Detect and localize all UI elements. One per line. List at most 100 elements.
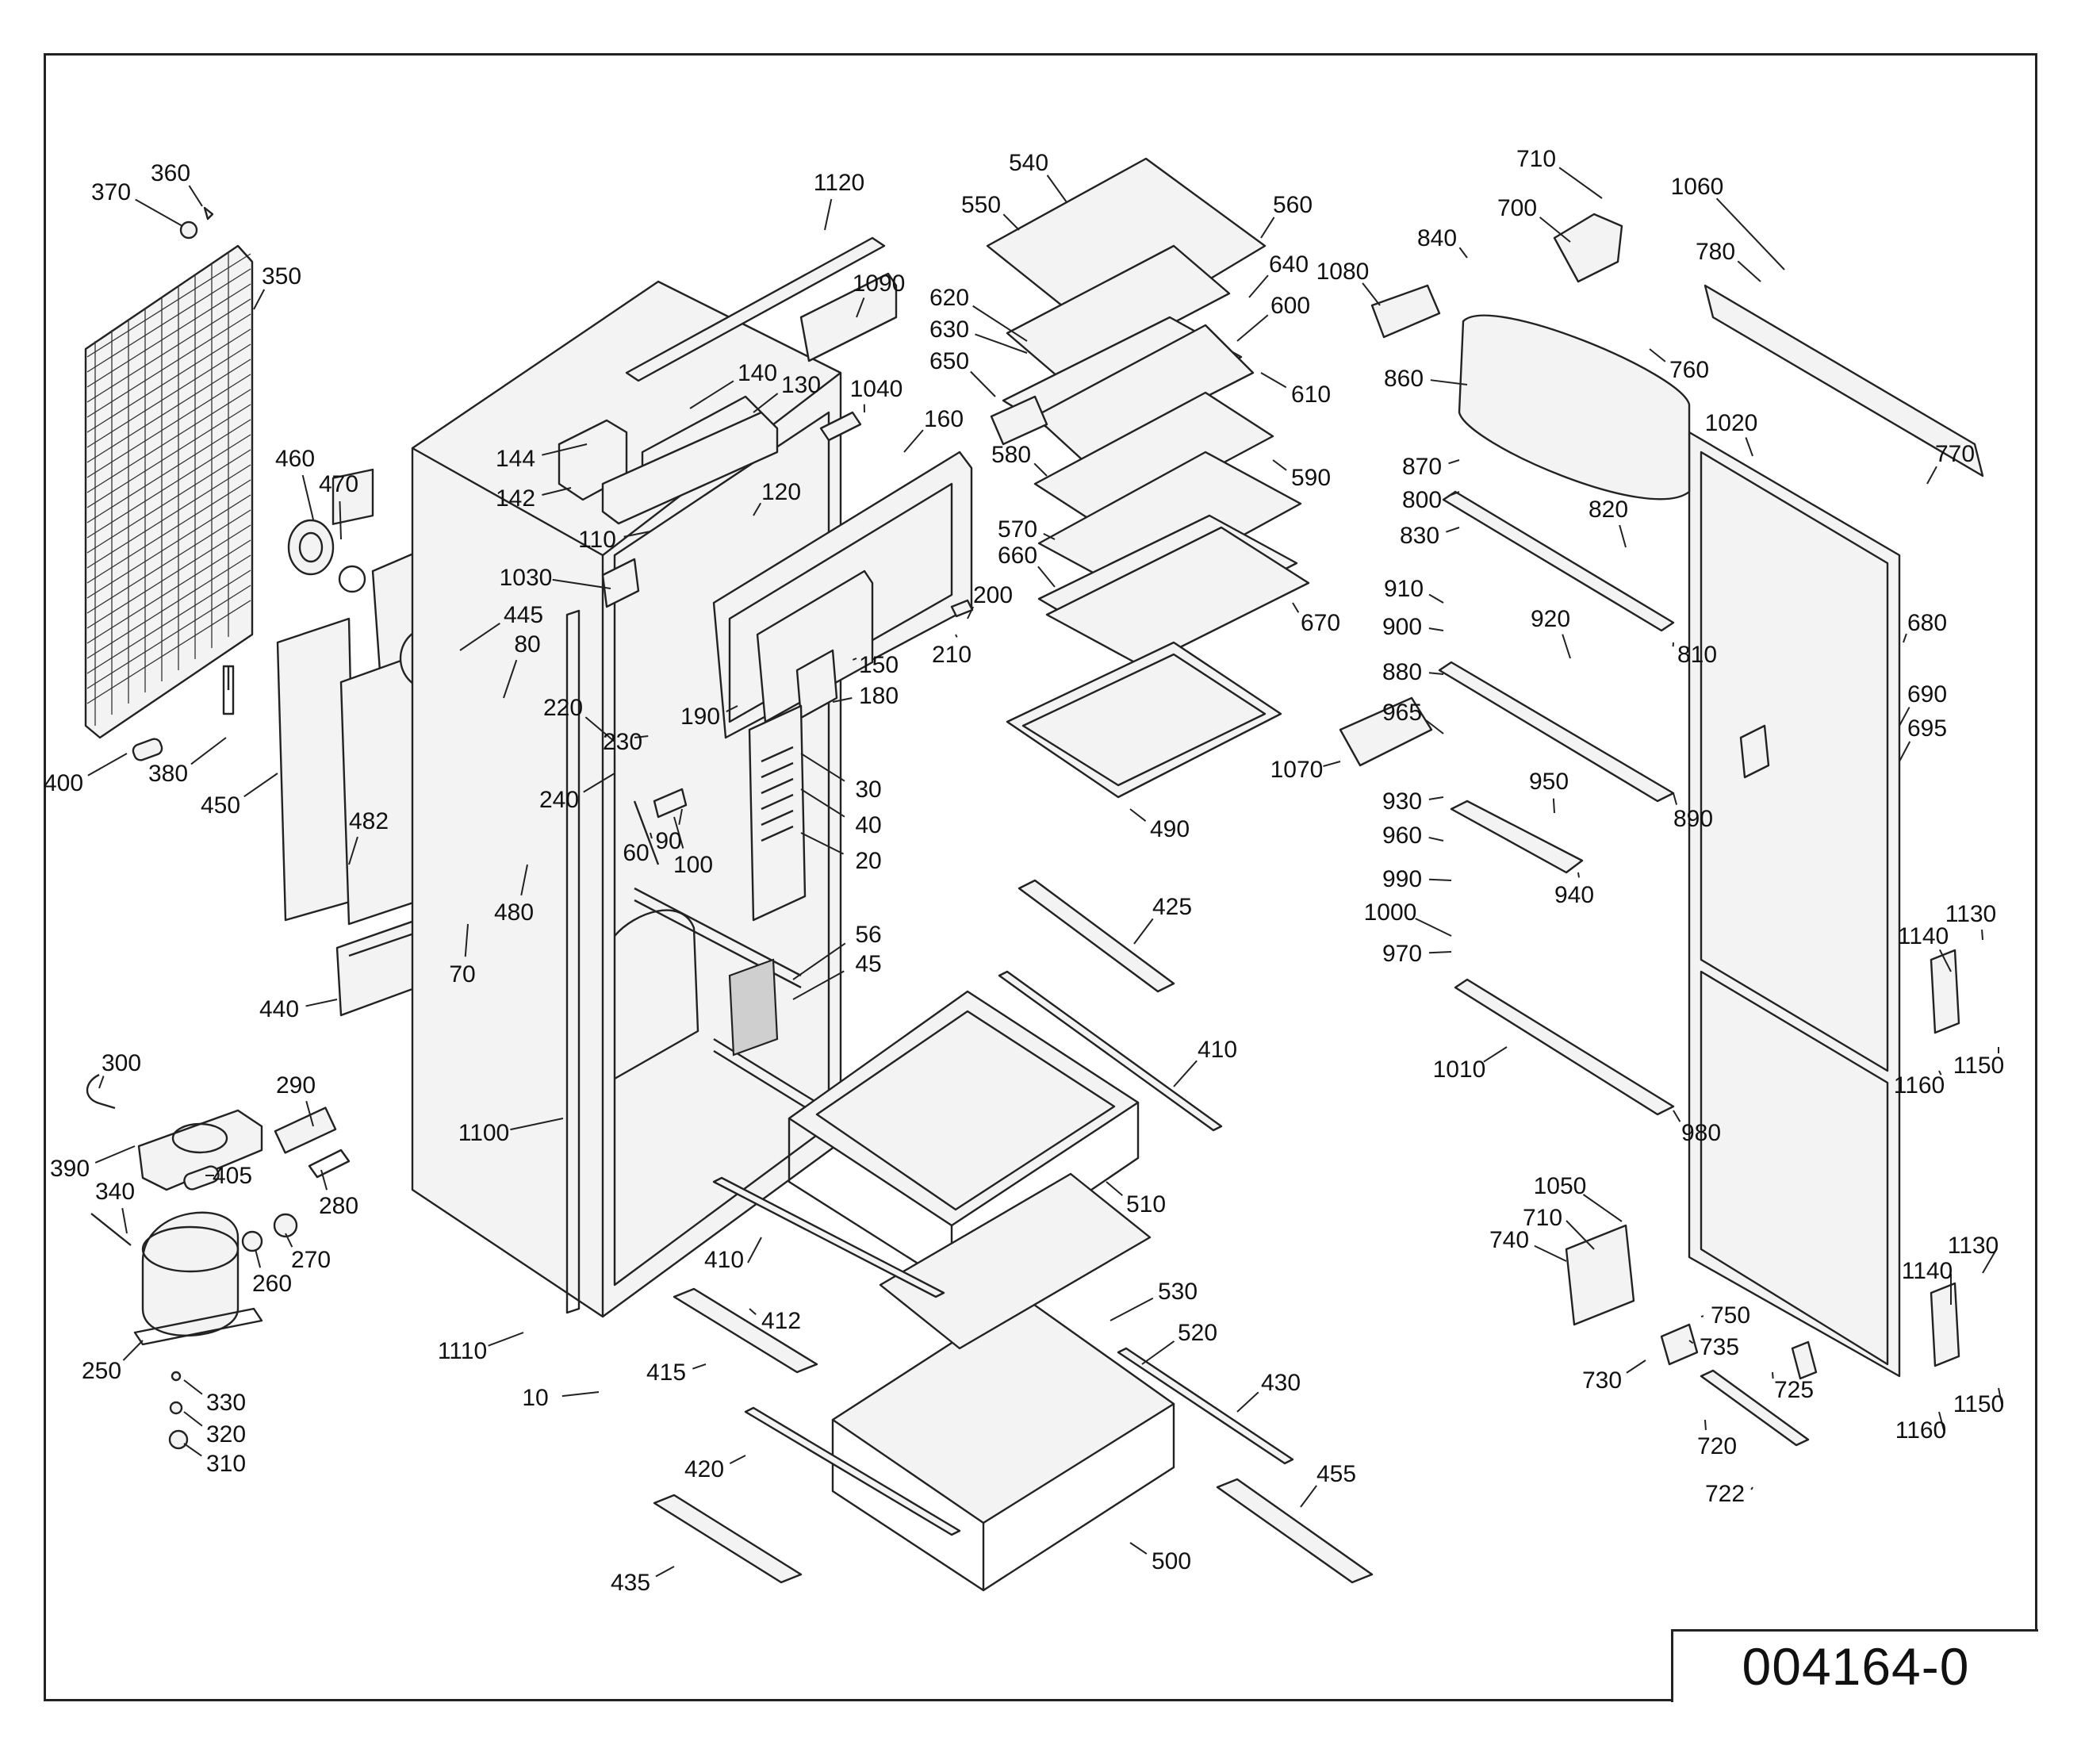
callout-970: 970 — [1382, 941, 1422, 967]
leader-line — [800, 788, 845, 818]
leader-line — [320, 1169, 328, 1191]
small-parts-left — [132, 206, 235, 761]
leader-line — [1046, 174, 1067, 203]
leader-line — [749, 1308, 757, 1316]
leader-line — [583, 773, 615, 793]
leader-line — [1899, 707, 1910, 727]
leader-line — [305, 999, 338, 1007]
callout-415: 415 — [646, 1359, 686, 1386]
callout-870: 870 — [1402, 454, 1442, 480]
callout-1010: 1010 — [1433, 1056, 1486, 1083]
leader-line — [970, 370, 996, 397]
callout-160: 160 — [924, 406, 964, 432]
callout-1030: 1030 — [500, 565, 553, 591]
leader-line — [1673, 1110, 1681, 1122]
callout-750: 750 — [1711, 1302, 1750, 1329]
drawing-frame — [44, 53, 2037, 1701]
callout-990: 990 — [1382, 866, 1422, 892]
callout-1110: 1110 — [438, 1338, 487, 1364]
callout-930: 930 — [1382, 788, 1422, 815]
callout-610: 610 — [1291, 382, 1331, 408]
leader-line — [903, 429, 924, 453]
callout-200: 200 — [973, 582, 1013, 608]
leader-line — [301, 474, 314, 520]
callout-1160: 1160 — [1894, 1072, 1945, 1099]
leader-line — [135, 198, 183, 227]
callout-350: 350 — [262, 263, 301, 290]
leader-line — [1292, 602, 1300, 613]
callout-695: 695 — [1907, 715, 1947, 742]
callout-1090: 1090 — [853, 270, 906, 297]
leader-line — [955, 634, 958, 638]
callout-340: 340 — [95, 1179, 135, 1205]
callout-730: 730 — [1582, 1367, 1622, 1394]
leader-line — [832, 697, 853, 703]
cabinet-body — [411, 280, 842, 1318]
callout-840: 840 — [1417, 225, 1457, 251]
leader-line — [753, 502, 762, 516]
leader-line — [1133, 918, 1154, 945]
leader-line — [1938, 1411, 1945, 1434]
callout-80: 80 — [514, 631, 540, 658]
callout-120: 120 — [761, 479, 801, 505]
leader-line — [800, 832, 845, 855]
callout-250: 250 — [82, 1358, 121, 1384]
callout-760: 760 — [1669, 357, 1709, 383]
leader-line — [1926, 466, 1937, 485]
leader-line — [1272, 459, 1287, 471]
callout-420: 420 — [684, 1456, 724, 1482]
leader-line — [1141, 1340, 1175, 1365]
leader-line — [183, 1379, 203, 1395]
callout-40: 40 — [855, 812, 881, 838]
leader-line — [1428, 836, 1444, 842]
callout-900: 900 — [1382, 614, 1422, 640]
leader-line — [1236, 314, 1269, 342]
leader-line — [542, 487, 572, 496]
callout-910: 910 — [1384, 576, 1424, 602]
leader-line — [188, 185, 203, 207]
callout-190: 190 — [680, 704, 720, 730]
leader-line — [1415, 918, 1452, 937]
callout-300: 300 — [102, 1050, 141, 1076]
leader-line — [1448, 459, 1460, 465]
callout-60: 60 — [623, 840, 649, 866]
leader-line — [1938, 1070, 1942, 1076]
leader-line — [1458, 247, 1468, 259]
callout-570: 570 — [998, 516, 1037, 543]
leader-line — [800, 753, 845, 782]
callout-960: 960 — [1382, 823, 1422, 849]
leader-line — [1248, 274, 1269, 298]
callout-500: 500 — [1152, 1548, 1191, 1574]
leader-line — [1577, 872, 1580, 878]
callout-722: 722 — [1705, 1481, 1745, 1507]
leader-line — [1750, 1486, 1753, 1490]
leader-line — [1737, 260, 1761, 282]
leader-line — [634, 735, 649, 738]
leader-line — [1428, 627, 1444, 631]
callout-620: 620 — [929, 285, 969, 311]
callout-460: 460 — [275, 446, 315, 472]
leader-line — [503, 659, 518, 699]
callout-482: 482 — [349, 808, 389, 834]
callout-540: 540 — [1009, 150, 1048, 176]
callout-1100: 1100 — [458, 1120, 510, 1146]
callout-435: 435 — [611, 1570, 650, 1596]
leader-line — [1323, 761, 1341, 768]
callout-30: 30 — [855, 777, 881, 803]
callout-1080: 1080 — [1316, 259, 1370, 285]
condenser-grille — [84, 244, 254, 739]
leader-line — [183, 1411, 203, 1427]
callout-330: 330 — [206, 1390, 246, 1416]
leader-line — [1938, 949, 1952, 972]
leader-line — [1899, 741, 1911, 762]
leader-line — [552, 578, 611, 589]
callout-920: 920 — [1531, 606, 1570, 632]
callout-410: 410 — [1198, 1037, 1237, 1063]
leader-line — [339, 500, 342, 540]
callout-700: 700 — [1497, 195, 1537, 221]
leader-line — [1033, 462, 1048, 477]
callout-680: 680 — [1907, 610, 1947, 636]
leader-line — [824, 198, 833, 231]
leader-line — [98, 1076, 105, 1089]
callout-320: 320 — [206, 1421, 246, 1448]
